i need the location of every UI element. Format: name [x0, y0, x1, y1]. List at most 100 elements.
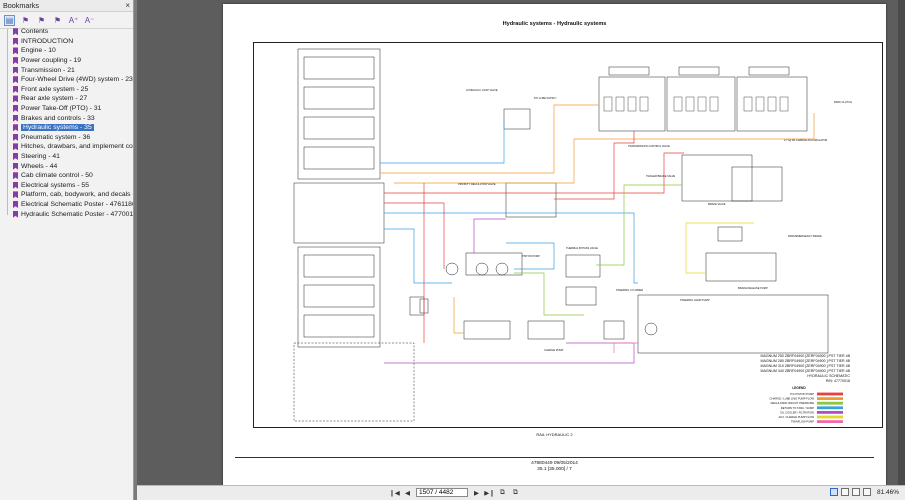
bookmark-icon — [13, 133, 18, 141]
schematic-label: THERMAL BYPASS VALVE — [566, 246, 598, 250]
model-line: MAGNUM 250 ZBRF04900 [ZERF04900 ] PST TI… — [760, 354, 850, 358]
status-bar: ❙◀ ◀ ▶ ▶❙ ⧉ ⧉ 81.46% — [137, 485, 905, 500]
bookmark-item[interactable]: Hydraulic Schematic Poster - 4770018 — [0, 209, 133, 219]
bookmark-label: Cab climate control - 50 — [21, 172, 93, 180]
delete-bookmark-icon[interactable]: ⚑ — [21, 15, 30, 25]
page-number-input[interactable] — [416, 488, 468, 497]
bookmark-label: Front axle system - 25 — [21, 85, 89, 93]
bookmark-icon — [13, 95, 18, 103]
bookmark-item[interactable]: Rear axle system - 27 — [0, 94, 133, 104]
legend-entry-label: RETURN TO TANK / SUMP — [781, 406, 814, 410]
bookmark-item[interactable]: Platform, cab, bodywork, and decals - — [0, 190, 133, 200]
bookmark-icon — [13, 191, 18, 199]
bookmark-item[interactable]: Contents — [0, 27, 133, 37]
bookmark-icon — [13, 162, 18, 170]
bookmark-icon — [13, 124, 18, 132]
bookmark-label: INTRODUCTION — [21, 37, 74, 45]
bookmark-icon — [13, 85, 18, 93]
schematic-label: TRAILER BRAKE VALVE — [646, 174, 675, 178]
bookmark-label: Hitches, drawbars, and implement cou — [21, 143, 133, 151]
continuous-view-icon[interactable] — [840, 488, 849, 496]
bookmark-item[interactable]: Brakes and controls - 33 — [0, 113, 133, 123]
bookmark-options-icon[interactable]: ▤ — [4, 14, 15, 26]
vertical-scrollbar[interactable] — [898, 0, 905, 485]
legend-swatch — [817, 392, 843, 396]
legend-entry-label: TWINFLOW PUMP — [791, 420, 814, 424]
hydraulic-lines — [380, 104, 815, 364]
bookmark-label: Transmission - 21 — [21, 66, 75, 74]
schematic-label: STEERING HAND PUMP — [680, 298, 710, 302]
bookmark-item[interactable]: Transmission - 21 — [0, 65, 133, 75]
close-icon[interactable]: × — [125, 1, 130, 10]
doc-number: 47880449 09/05/2014 — [531, 461, 578, 466]
bookmark-label: Power Take-Off (PTO) - 31 — [21, 105, 102, 113]
bookmark-item[interactable]: Hitches, drawbars, and implement cou — [0, 142, 133, 152]
bookmark-icon — [13, 143, 18, 151]
bookmark-item[interactable]: Power coupling - 19 — [0, 56, 133, 66]
enlarge-text-icon[interactable]: A⁺ — [68, 15, 79, 25]
bookmark-item[interactable]: Power Take-Off (PTO) - 31 — [0, 104, 133, 114]
bookmark-icon — [13, 66, 18, 74]
bookmark-icon — [13, 172, 18, 180]
previous-page-icon[interactable]: ◀ — [405, 489, 410, 497]
bookmark-icon — [13, 37, 18, 45]
legend-entry-label: OIL COOLER / FILTRATION — [780, 410, 814, 414]
first-page-icon[interactable]: ❙◀ — [389, 489, 400, 497]
bookmark-item[interactable]: Engine - 10 — [0, 46, 133, 56]
bookmark-item[interactable]: Steering - 41 — [0, 152, 133, 162]
legend-swatch — [817, 420, 843, 423]
bookmark-item[interactable]: Front axle system - 25 — [0, 85, 133, 95]
schematic-label: BRAKE RELEASE PUMP — [738, 286, 768, 290]
tree-connector — [7, 29, 8, 215]
bookmark-label: Wheels - 44 — [21, 162, 58, 170]
bookmark-item[interactable]: Electrical systems - 55 — [0, 181, 133, 191]
document-viewer: Hydraulic systems - Hydraulic systems — [137, 0, 905, 485]
bookmark-icon — [13, 28, 18, 36]
next-view-icon[interactable]: ⧉ — [513, 488, 518, 496]
legend-entry-label: AUX. CHARGE PUMP FLOW — [779, 415, 815, 419]
schematic-label: PARK CLUTCH — [834, 100, 852, 104]
bookmark-icon — [13, 105, 18, 113]
bookmark-icon — [13, 181, 18, 189]
next-page-icon[interactable]: ▶ — [474, 489, 479, 497]
bookmark-label: Power coupling - 19 — [21, 57, 82, 65]
pdf-page: Hydraulic systems - Hydraulic systems — [223, 4, 886, 485]
bookmark-label: Steering - 41 — [21, 153, 60, 161]
page-footer: 47880449 09/05/2014 35.1 [35.000] / 7 — [223, 461, 886, 473]
model-line: MAGNUM 310 ZBRF04900 [ZERF04900 ] PST TI… — [760, 364, 850, 368]
bookmark-item[interactable]: Electrical Schematic Poster - 4761186 — [0, 200, 133, 210]
expand-bookmark-icon[interactable]: ⚑ — [53, 15, 62, 25]
schematic-label: BRAKE VALVE — [708, 202, 726, 206]
bookmark-item[interactable]: Pneumatic system - 36 — [0, 133, 133, 143]
zoom-level[interactable]: 81.46% — [876, 488, 899, 496]
bookmark-item[interactable]: Hydraulic systems - 35 — [0, 123, 133, 133]
facing-view-icon[interactable] — [851, 488, 860, 496]
transmission-control-valve — [598, 66, 808, 132]
solenoid-symbols — [603, 96, 789, 112]
legend-title: LEGEND — [792, 386, 806, 390]
model-line: MAGNUM 280 ZBRF04900 [ZERF04900 ] PST TI… — [760, 359, 850, 363]
bookmark-item[interactable]: Four-Wheel Drive (4WD) system - 23 — [0, 75, 133, 85]
previous-view-icon[interactable]: ⧉ — [500, 488, 505, 496]
schematic-label: P/C LUBE SUPPLY — [534, 96, 557, 100]
continuous-facing-view-icon[interactable] — [862, 488, 871, 496]
model-line: MAGNUM 340 ZBRF04900 [ZERF04900 ] PST TI… — [760, 369, 850, 373]
bookmark-icon — [13, 114, 18, 122]
bookmark-label: Platform, cab, bodywork, and decals - — [21, 191, 133, 199]
panel-splitter[interactable] — [134, 0, 137, 500]
new-bookmark-icon[interactable]: ⚑ — [37, 15, 46, 25]
bookmark-item[interactable]: INTRODUCTION — [0, 37, 133, 47]
single-page-view-icon[interactable] — [829, 488, 838, 496]
footer-divider — [235, 457, 874, 458]
schematic-label: CHARGE PUMP — [544, 348, 564, 352]
page-footer-code: RAIL HYDRAULIC 2 — [536, 432, 573, 437]
last-page-icon[interactable]: ▶❙ — [484, 489, 495, 497]
bookmark-item[interactable]: Cab climate control - 50 — [0, 171, 133, 181]
bookmark-item[interactable]: Wheels - 44 — [0, 161, 133, 171]
schematic-label: TRANSMISSION CONTROL VALVE — [628, 144, 670, 148]
reduce-text-icon[interactable]: A⁻ — [84, 15, 95, 25]
